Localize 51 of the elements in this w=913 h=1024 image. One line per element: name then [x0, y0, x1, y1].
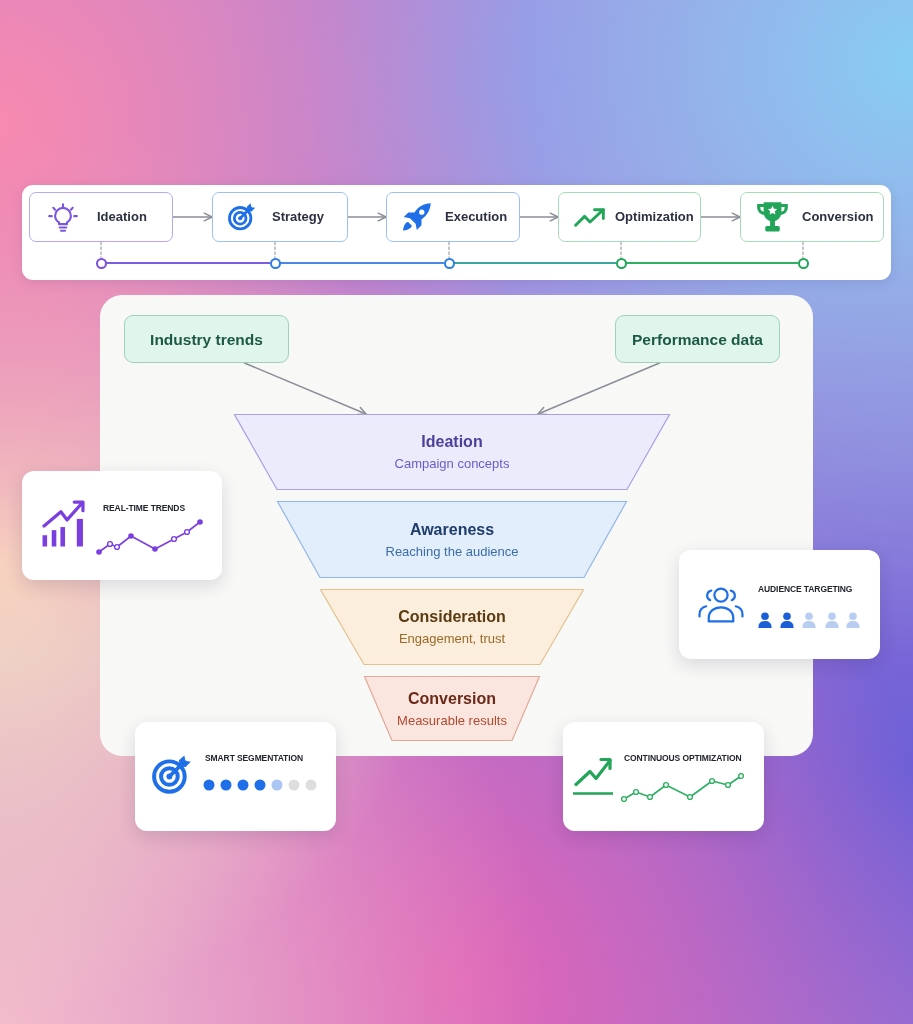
stage-subtitle: Engagement, trust	[398, 630, 506, 647]
timeline-panel	[22, 185, 891, 280]
dashed-line	[274, 241, 276, 259]
step-box	[740, 192, 884, 242]
stage-title: Conversion	[408, 688, 496, 709]
connector-line	[453, 262, 617, 264]
arrow	[519, 212, 559, 222]
card-title: CONTINUOUS OPTIMIZATION	[624, 753, 742, 763]
input-box	[124, 315, 289, 363]
input-box	[615, 315, 780, 363]
stage-title: Consideration	[398, 607, 506, 627]
step-box	[29, 192, 173, 242]
card-title: AUDIENCE TARGETING	[758, 584, 853, 594]
stage-subtitle: Campaign concepts	[394, 455, 510, 472]
arrow	[537, 362, 661, 416]
dashed-line	[448, 241, 450, 259]
stage-title: Awareness	[409, 519, 495, 540]
stage-title: Ideation	[421, 432, 483, 452]
dashed-line	[620, 241, 622, 259]
card-title: SMART SEGMENTATION	[205, 753, 303, 763]
step-label: Ideation	[97, 209, 147, 225]
step-label: Execution	[445, 209, 508, 225]
card-title: REAL-TIME TRENDS	[103, 503, 185, 513]
milestone-circle	[443, 257, 455, 269]
input-label: Industry trends	[150, 329, 263, 349]
feature-card	[22, 471, 222, 580]
stage-subtitle: Reaching the audience	[385, 542, 519, 560]
arrow	[172, 212, 213, 222]
feature-card	[135, 722, 336, 831]
step-box	[386, 192, 520, 242]
arrow	[347, 212, 387, 222]
feature-card	[679, 550, 880, 659]
arrow	[700, 212, 741, 222]
feature-card	[563, 722, 764, 831]
arrow	[243, 362, 367, 416]
milestone-circle	[95, 257, 107, 269]
step-label: Optimization	[615, 209, 694, 225]
input-label: Performance data	[632, 329, 763, 349]
step-box	[212, 192, 348, 242]
stage-subtitle: Measurable results	[397, 711, 507, 729]
dashed-line	[100, 241, 102, 259]
connector-line	[279, 262, 445, 264]
milestone-circle	[269, 257, 281, 269]
milestone-circle	[797, 257, 809, 269]
step-label: Conversion	[802, 209, 874, 225]
step-box	[558, 192, 701, 242]
connector-line	[105, 262, 271, 264]
milestone-circle	[615, 257, 627, 269]
step-label: Strategy	[272, 209, 325, 225]
connector-line	[625, 262, 799, 264]
dashed-line	[802, 241, 804, 259]
